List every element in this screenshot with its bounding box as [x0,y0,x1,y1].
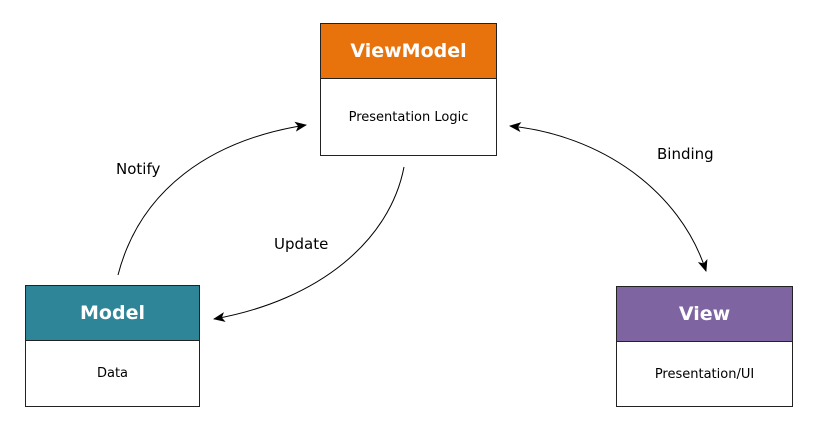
viewmodel-node: ViewModel Presentation Logic [320,23,497,156]
binding-label: Binding [657,145,714,163]
view-title: View [617,287,792,342]
model-body: Data [96,366,129,381]
model-title: Model [26,286,199,341]
model-node: Model Data [25,285,200,407]
update-label: Update [274,235,329,253]
update-arrow [213,166,405,322]
notify-label: Notify [116,160,161,178]
viewmodel-body: Presentation Logic [348,109,469,125]
view-node: View Presentation/UI [616,286,793,407]
notify-arrow [117,121,307,276]
view-body: Presentation/UI [654,366,755,382]
viewmodel-title: ViewModel [321,24,496,79]
binding-arrow [509,122,708,272]
